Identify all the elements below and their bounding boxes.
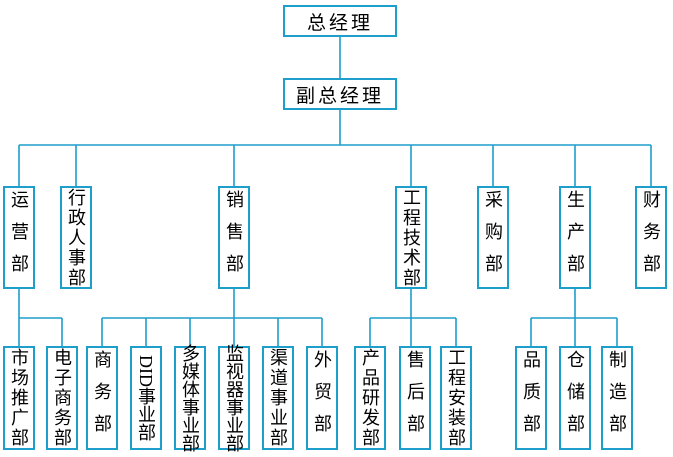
node-monitor-division: 监视器事业部: [218, 344, 250, 452]
node-general-manager-label: 总经理: [306, 12, 373, 34]
node-production-label: 生产部: [565, 189, 585, 286]
node-finance: 财务部: [635, 186, 667, 289]
node-ecommerce-label: 电子商务部: [52, 348, 72, 448]
node-ecommerce: 电子商务部: [46, 346, 78, 450]
node-engineering-tech-label: 工程技术部: [401, 187, 421, 288]
node-deputy-general-manager-label: 副总经理: [295, 85, 384, 107]
node-admin-hr: 行政人事部: [60, 186, 92, 289]
node-warehouse: 仓储部: [559, 346, 591, 450]
node-sales-label: 销售部: [224, 189, 244, 286]
node-product-rd-label: 产品研发部: [360, 348, 380, 448]
node-product-rd: 产品研发部: [354, 346, 386, 450]
node-multimedia-division: 多媒体事业部: [174, 344, 206, 452]
node-multimedia-division-label: 多媒体事业部: [180, 344, 200, 452]
node-admin-hr-label: 行政人事部: [66, 187, 86, 288]
node-business: 商务部: [86, 346, 118, 450]
node-purchasing: 采购部: [477, 186, 509, 289]
node-foreign-trade: 外贸部: [306, 346, 338, 450]
node-operations: 运营部: [3, 186, 35, 289]
node-channel-division: 渠道事业部: [262, 346, 294, 450]
node-channel-division-label: 渠道事业部: [268, 348, 288, 448]
node-foreign-trade-label: 外贸部: [312, 350, 332, 446]
node-business-label: 商务部: [92, 350, 112, 446]
node-manufacturing: 制造部: [601, 346, 633, 450]
node-manufacturing-label: 制造部: [607, 350, 627, 446]
node-operations-label: 运营部: [9, 189, 29, 286]
node-sales: 销售部: [218, 186, 250, 289]
node-engineering-tech: 工程技术部: [395, 186, 427, 289]
node-after-sales: 售后部: [399, 346, 431, 450]
node-general-manager: 总经理: [283, 5, 397, 37]
node-deputy-general-manager: 副总经理: [283, 78, 397, 110]
node-finance-label: 财务部: [641, 189, 661, 286]
node-warehouse-label: 仓储部: [565, 350, 585, 446]
node-quality-label: 品质部: [521, 350, 541, 446]
node-did-division-label: DID事业部: [136, 355, 156, 441]
node-engineering-install: 工程安装部: [440, 346, 472, 450]
node-did-division: DID事业部: [130, 346, 162, 450]
node-market-promotion-label: 市场推广部: [9, 348, 29, 448]
node-engineering-install-label: 工程安装部: [446, 348, 466, 448]
node-market-promotion: 市场推广部: [3, 346, 35, 450]
node-production: 生产部: [559, 186, 591, 289]
node-quality: 品质部: [515, 346, 547, 450]
node-after-sales-label: 售后部: [405, 350, 425, 446]
node-purchasing-label: 采购部: [483, 189, 503, 286]
node-monitor-division-label: 监视器事业部: [224, 344, 244, 452]
